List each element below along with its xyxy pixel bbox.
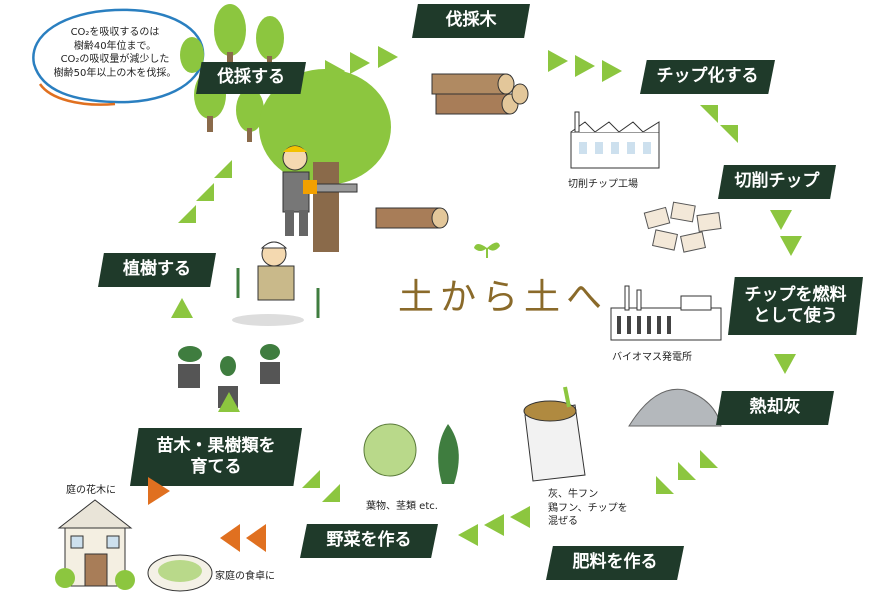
arrow-left (510, 506, 530, 528)
fertilizer-bag-illustration (523, 386, 586, 482)
step-naegi: 苗木・果樹類を 育てる (130, 428, 302, 486)
arrow-left (484, 514, 504, 536)
arrow-down (770, 210, 792, 230)
table-caption: 家庭の食卓に (215, 571, 275, 582)
lumberjack-illustration (282, 145, 358, 236)
house-illustration (55, 499, 135, 590)
arrow-right (378, 46, 398, 68)
biomass-plant-illustration (610, 285, 722, 341)
bubble-text: CO₂を吸収するのは 樹齢40年位まで。 CO₂の吸収量が減少した 樹齢50年以… (53, 27, 177, 79)
vegetables-caption: 葉物、茎類 etc. (366, 501, 438, 512)
wood-chips-illustration (643, 201, 722, 253)
orange-arrow-left (246, 524, 266, 552)
factory-illustration (570, 111, 660, 169)
step-netsukyaku-bai: 熱却灰 (716, 391, 834, 425)
arrow-up-right (196, 183, 214, 201)
log-pile-illustration (431, 73, 529, 115)
step-yasai: 野菜を作る (300, 524, 438, 558)
arrow-down (780, 236, 802, 256)
orange-arrow-right (148, 477, 170, 505)
arrow-down-left (700, 450, 718, 468)
vegetables-illustration (363, 423, 459, 484)
step-chip-nenryo: チップを燃料 として使う (728, 277, 863, 335)
factory-caption: 切削チップ工場 (568, 179, 638, 190)
step-shokuju: 植樹する (98, 253, 216, 287)
arrow-down-right (720, 125, 738, 143)
step-naegi-line1: 苗木・果樹類を (156, 435, 276, 456)
arrow-down-left (678, 462, 696, 480)
speech-bubble (32, 8, 205, 106)
arrow-down-right (700, 105, 718, 123)
orange-arrow-left (220, 524, 240, 552)
arrow-right (350, 52, 370, 74)
diagram-title: 土から土へ (398, 277, 609, 318)
salad-bowl-illustration (147, 554, 213, 592)
arrow-right (575, 55, 595, 77)
arrow-left (458, 524, 478, 546)
step-naegi-line2: 育てる (190, 457, 242, 477)
log-illustration (375, 207, 449, 229)
ash-pile-illustration (628, 388, 722, 427)
step-bassai-suru: 伐採する (196, 62, 306, 94)
step-hiryo: 肥料を作る (546, 546, 684, 580)
biomass-plant-caption: バイオマス発電所 (612, 352, 692, 363)
arrow-down (774, 354, 796, 374)
garden-caption: 庭の花木に (66, 485, 116, 496)
arrow-down-left (656, 476, 674, 494)
arrow-up-right (214, 160, 232, 178)
step-bassai-boku: 伐採木 (412, 4, 530, 38)
arrow-up-right (178, 205, 196, 223)
arrow-up-left (302, 470, 320, 488)
step-sessaku-chip: 切削チップ (718, 165, 836, 199)
step-chip-nenryo-line1: チップを燃料 (744, 284, 847, 305)
arrow-right (602, 60, 622, 82)
sprout-icon (474, 242, 500, 258)
arrow-up (171, 298, 193, 318)
arrow-right (548, 50, 568, 72)
arrow-up-left (322, 484, 340, 502)
planting-person-illustration (232, 241, 320, 326)
fertilizer-caption: 灰、牛フン 鶏フン、チップを 混ぜる (548, 489, 628, 527)
arrow-up (218, 392, 240, 412)
step-chip-nenryo-line2: として使う (753, 306, 838, 326)
arrow-right (325, 60, 345, 82)
step-chip-ka: チップ化する (640, 60, 775, 94)
